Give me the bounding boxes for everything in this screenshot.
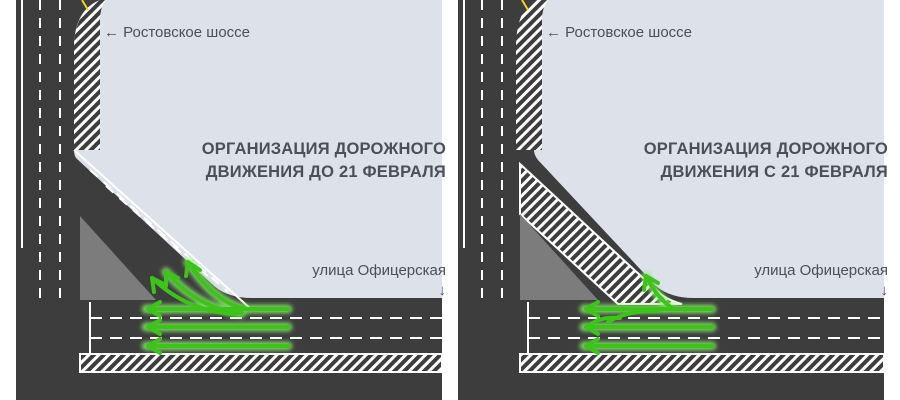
- hatched-curb: [74, 0, 106, 150]
- road-label-text: улица Офицерская: [312, 262, 446, 279]
- edge-strip: [442, 0, 458, 400]
- traffic-arrows: [146, 260, 290, 355]
- intersection-map-before: [16, 0, 458, 400]
- road-label-oficerskaya: улица Офицерская ↓: [312, 261, 446, 301]
- panel-title-before: ОРГАНИЗАЦИЯ ДОРОЖНОГО ДВИЖЕНИЯ ДО 21 ФЕВ…: [202, 138, 446, 184]
- diagram-before-panel: ← Ростовское шоссе ОРГАНИЗАЦИЯ ДОРОЖНОГО…: [16, 0, 458, 400]
- hatched-sidewalk: [79, 353, 443, 373]
- ramp-lane-line: [89, 169, 229, 293]
- diagram-after-panel: ← Ростовское шоссе ОРГАНИЗАЦИЯ ДОРОЖНОГО…: [458, 0, 900, 400]
- down-arrow-icon: ↓: [438, 282, 447, 299]
- plaza-area: [534, 0, 884, 298]
- title-line: ДВИЖЕНИЯ С 21 ФЕВРАЛЯ: [660, 163, 888, 181]
- title-line: ДВИЖЕНИЯ ДО 21 ФЕВРАЛЯ: [205, 163, 446, 181]
- intersection-map-after: [458, 0, 900, 400]
- ramp-edge: [73, 149, 253, 311]
- title-line: ОРГАНИЗАЦИЯ ДОРОЖНОГО: [201, 140, 446, 158]
- edge-strip: [884, 0, 900, 400]
- road-label-text: улица Офицерская: [754, 262, 888, 279]
- yellow-marking: [81, 0, 89, 11]
- ramp-lane-line: [105, 185, 213, 281]
- down-arrow-icon: ↓: [880, 282, 889, 299]
- traffic-arrows: [584, 274, 714, 355]
- hatched-curb: [516, 0, 548, 150]
- road-label-rostov: ← Ростовское шоссе: [104, 24, 251, 41]
- road-label-oficerskaya: улица Офицерская ↓: [754, 261, 888, 301]
- panel-title-after: ОРГАНИЗАЦИЯ ДОРОЖНОГО ДВИЖЕНИЯ С 21 ФЕВР…: [644, 138, 888, 184]
- road-label-rostov: ← Ростовское шоссе: [546, 24, 693, 41]
- plaza-area: [74, 0, 442, 298]
- title-line: ОРГАНИЗАЦИЯ ДОРОЖНОГО: [643, 140, 888, 158]
- yellow-marking: [521, 0, 529, 11]
- median-triangle: [80, 216, 156, 300]
- median-triangle: [520, 214, 598, 300]
- hatched-sidewalk: [519, 353, 885, 373]
